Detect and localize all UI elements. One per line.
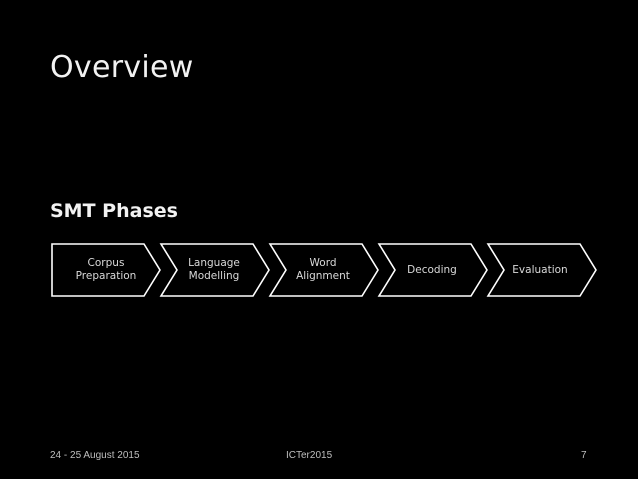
phase-chevron-5 [486,243,597,297]
smt-phases-process-diagram: Corpus Preparation Language Modelling Wo… [51,243,597,297]
footer-date: 24 - 25 August 2015 [50,450,140,461]
slide-subtitle: SMT Phases [50,200,178,222]
footer-page-number: 7 [581,450,587,461]
phase-label-evaluation: Evaluation [512,263,568,276]
phase-chevron-1 [51,243,161,297]
phase-label-language-modelling: Language Modelling [188,257,240,282]
phase-chevron-3 [268,243,379,297]
footer-event: ICTer2015 [286,450,333,461]
chevron-shapes [51,243,597,297]
phase-chevron-4 [377,243,488,297]
phase-label-word-alignment: Word Alignment [296,257,350,282]
phase-label-decoding: Decoding [407,263,457,276]
slide-title: Overview [50,50,194,85]
phase-label-corpus-preparation: Corpus Preparation [75,257,137,282]
phase-chevron-2 [159,243,270,297]
